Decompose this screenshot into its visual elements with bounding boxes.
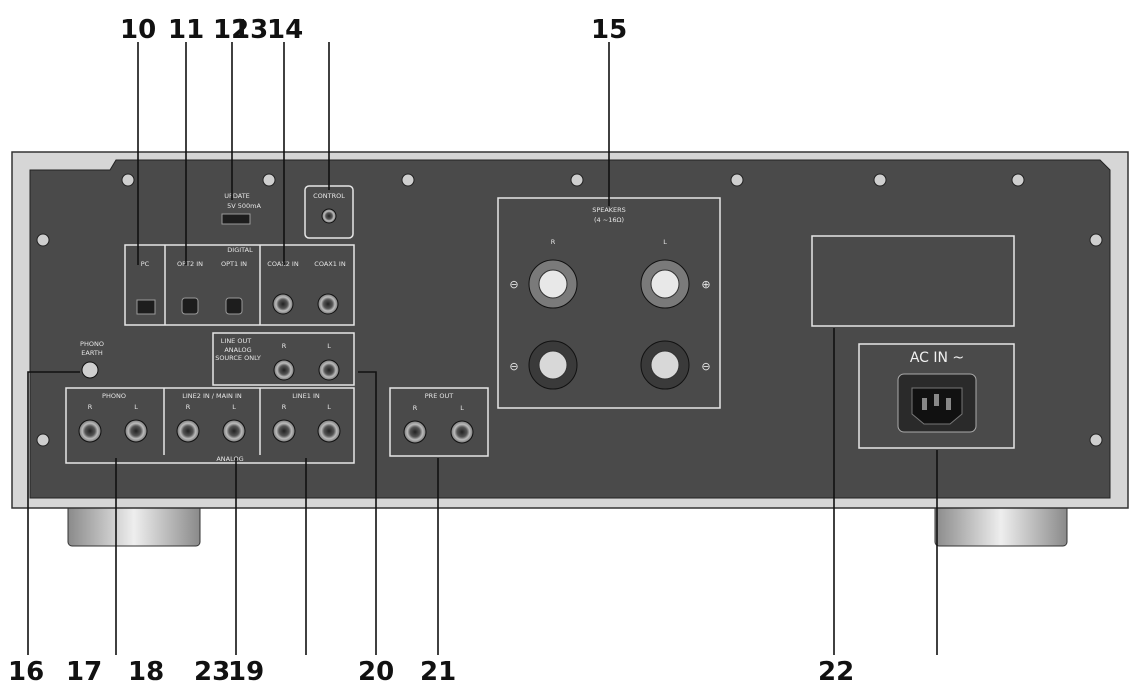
svg-text:⊕: ⊕ (701, 278, 710, 291)
svg-text:ANALOG: ANALOG (216, 455, 243, 463)
callout-22: 22 (818, 657, 854, 687)
callout-18: 18 (128, 657, 164, 687)
callout-14: 14 (267, 15, 303, 45)
svg-text:EARTH: EARTH (81, 349, 103, 357)
svg-text:LINE2 IN / MAIN IN: LINE2 IN / MAIN IN (182, 392, 242, 400)
svg-text:OPT2 IN: OPT2 IN (177, 260, 203, 268)
svg-text:L: L (327, 342, 331, 350)
svg-text:⊖: ⊖ (701, 360, 710, 373)
svg-text:AC IN ~: AC IN ~ (910, 350, 964, 366)
svg-text:R: R (282, 342, 287, 350)
speaker-terminals: SPEAKERS (4 ~16Ω) R L ⊖ ⊕ ⊖ ⊖ (497, 197, 721, 409)
leader-lines (27, 42, 938, 655)
screws (36, 173, 1103, 447)
svg-text:OPT1 IN: OPT1 IN (221, 260, 247, 268)
svg-text:5V 500mA: 5V 500mA (227, 202, 261, 210)
callout-11: 11 (168, 15, 204, 45)
pre-out-block: PRE OUT R L (389, 387, 489, 457)
update-port: UPDATE 5V 500mA (221, 192, 261, 225)
svg-text:SOURCE ONLY: SOURCE ONLY (215, 354, 261, 362)
svg-text:L: L (232, 403, 236, 411)
svg-text:CONTROL: CONTROL (313, 192, 345, 200)
svg-text:R: R (551, 238, 556, 246)
callout-16: 16 (8, 657, 44, 687)
svg-text:LINE OUT: LINE OUT (221, 337, 251, 345)
svg-text:R: R (186, 403, 191, 411)
svg-text:SPEAKERS: SPEAKERS (592, 206, 626, 214)
callout-20: 20 (358, 657, 394, 687)
svg-text:R: R (413, 404, 418, 412)
callout-19: 19 (228, 657, 264, 687)
phono-earth: PHONO EARTH (80, 340, 104, 379)
svg-text:(4 ~16Ω): (4 ~16Ω) (594, 216, 624, 224)
label-area (811, 235, 1015, 327)
callout-23: 23 (194, 657, 230, 687)
svg-text:PHONO: PHONO (80, 340, 104, 348)
svg-text:L: L (134, 403, 138, 411)
svg-text:L: L (663, 238, 667, 246)
svg-text:⊖: ⊖ (509, 360, 518, 373)
line-out-block: LINE OUT ANALOG SOURCE ONLY R L (212, 332, 355, 386)
callout-12: 12 (213, 15, 249, 45)
svg-text:ANALOG: ANALOG (224, 346, 251, 354)
callout-17: 17 (66, 657, 102, 687)
svg-text:⊖: ⊖ (509, 278, 518, 291)
svg-text:R: R (88, 403, 93, 411)
analog-block: PHONO LINE2 IN / MAIN IN LINE1 IN ANALOG… (65, 387, 355, 464)
svg-text:R: R (282, 403, 287, 411)
ac-inlet: AC IN ~ (858, 343, 1015, 449)
svg-text:UPDATE: UPDATE (224, 192, 250, 200)
digital-block: DIGITAL PC OPT2 IN OPT1 IN COAX2 IN COAX… (124, 244, 355, 326)
callout-13: 13 (232, 15, 268, 45)
svg-text:LINE1 IN: LINE1 IN (292, 392, 320, 400)
callout-10: 10 (120, 15, 156, 45)
callout-numbers: 10 11 12 13 14 15 16 17 18 23 19 20 21 2… (8, 15, 854, 687)
callout-15: 15 (591, 15, 627, 45)
svg-text:COAX2 IN: COAX2 IN (267, 260, 299, 268)
svg-text:PRE OUT: PRE OUT (425, 392, 453, 400)
svg-text:L: L (327, 403, 331, 411)
svg-text:PHONO: PHONO (102, 392, 126, 400)
callout-21: 21 (420, 657, 456, 687)
svg-text:L: L (460, 404, 464, 412)
svg-text:COAX1 IN: COAX1 IN (314, 260, 346, 268)
svg-text:PC: PC (141, 260, 150, 268)
svg-text:DIGITAL: DIGITAL (227, 246, 253, 254)
